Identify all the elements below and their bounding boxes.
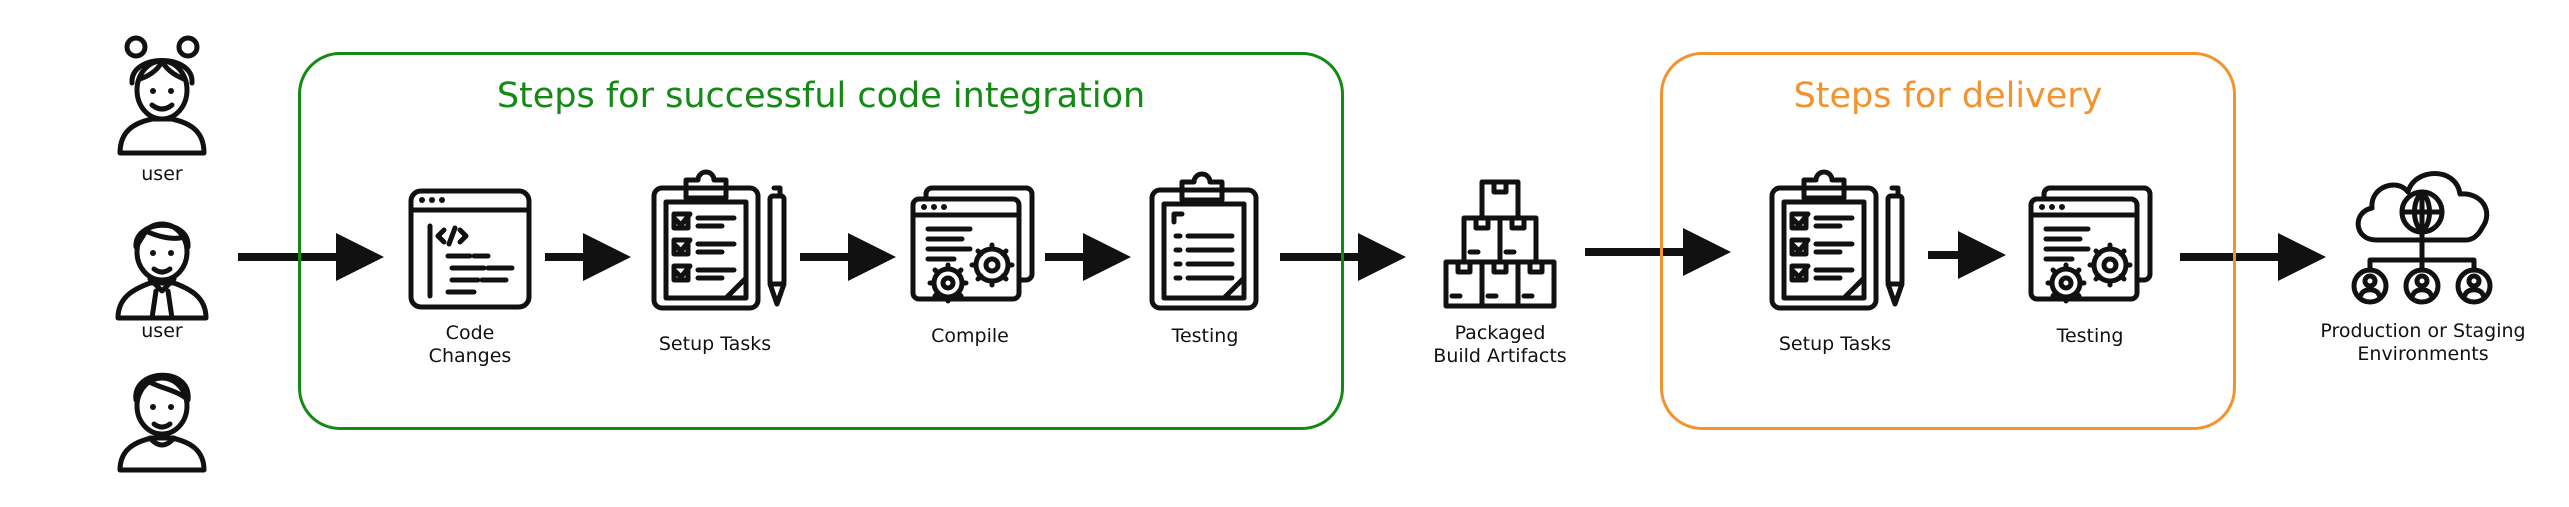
girl-user-icon — [117, 35, 207, 156]
gears-window-icon — [2028, 185, 2153, 304]
user-label: user — [141, 163, 183, 185]
gears-window-icon — [910, 185, 1035, 304]
boy-user-icon — [117, 372, 207, 473]
checklist-clipboard-icon — [1769, 169, 1905, 311]
delivery-group — [1660, 52, 2236, 430]
delivery-title: Steps for delivery — [1793, 76, 2103, 116]
environments-label: Production or Staging Environments — [2320, 320, 2526, 365]
code-window-icon — [408, 188, 532, 310]
user-label: user — [141, 320, 183, 342]
clipboard-icon — [1149, 171, 1259, 311]
step-label-testing: Testing — [1171, 325, 1239, 347]
step-label-setup-tasks: Setup Tasks — [658, 333, 772, 355]
step-label-testing: Testing — [2056, 325, 2124, 347]
integration-group — [298, 52, 1344, 430]
step-label-setup-tasks: Setup Tasks — [1778, 333, 1892, 355]
step-label-compile: Compile — [931, 325, 1009, 347]
artifacts-label: Packaged Build Artifacts — [1433, 322, 1567, 367]
checklist-clipboard-icon — [651, 169, 787, 311]
step-label-code-changes: Code Changes — [428, 322, 512, 367]
cloud-network-icon — [2351, 171, 2493, 305]
boxes-icon — [1443, 179, 1557, 309]
integration-title: Steps for successful code integration — [496, 76, 1146, 116]
man-user-icon — [115, 221, 209, 321]
